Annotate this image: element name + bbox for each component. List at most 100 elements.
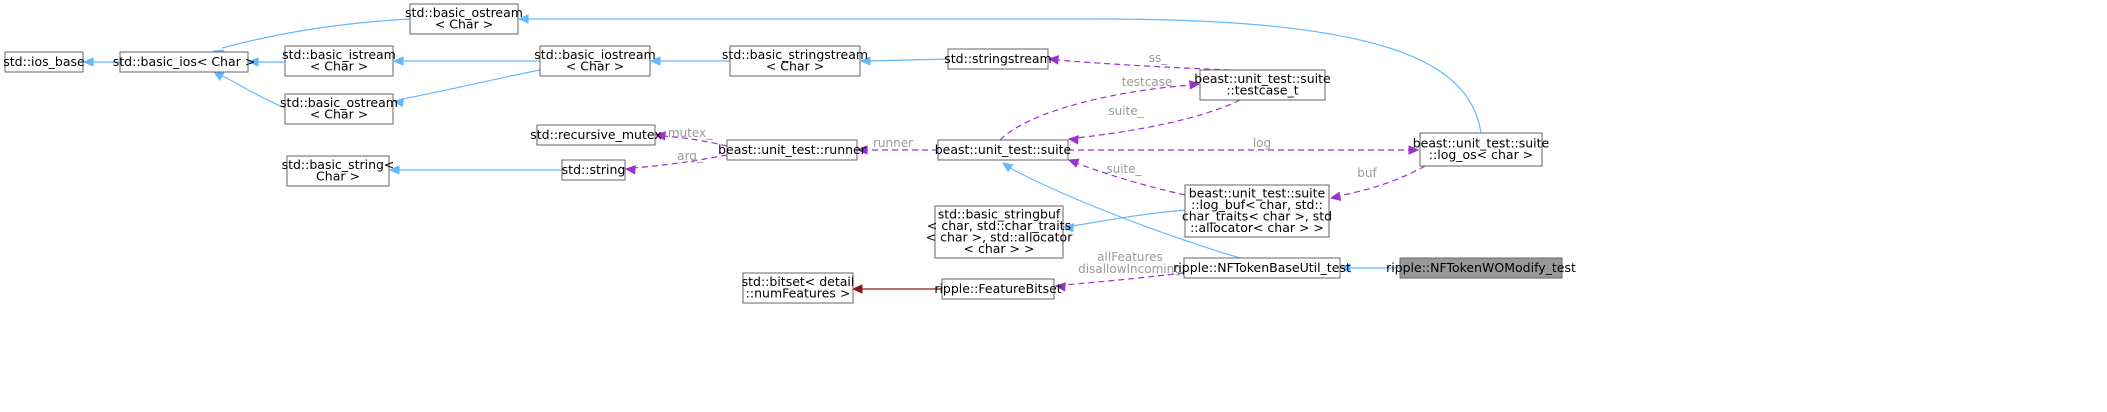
edge-line (1071, 209, 1186, 227)
class-name-line: std::ios_base (3, 54, 85, 69)
edge-usage-log-os-to-log-buf: buf (1329, 165, 1426, 202)
edge-inherit-iostream-to-ostream-mid (392, 69, 541, 108)
class-node-stringstream[interactable]: std::stringstream (944, 48, 1052, 70)
class-name-line: ::numFeatures > (746, 286, 851, 301)
class-node-string[interactable]: std::string (561, 159, 626, 181)
class-box (742, 272, 854, 304)
class-name-line: ripple::NFTokenBaseUtil_test (1173, 260, 1351, 275)
class-node-stringbuf[interactable]: std::basic_stringbuf< char, std::char_tr… (926, 205, 1074, 259)
class-name-line: < char, std::char_traits (927, 218, 1071, 233)
class-box (1419, 132, 1543, 167)
edge-usage-suite-to-runner: runner_ (856, 136, 938, 155)
class-node-suite[interactable]: beast::unit_test::suite (935, 139, 1072, 161)
class-name-line: std::basic_string< (282, 157, 395, 172)
class-box (934, 205, 1064, 259)
edge-inherit-basic-ios-to-ios-base (82, 57, 120, 67)
class-node-ostream-top[interactable]: std::basic_ostream< Char > (405, 3, 523, 35)
edge-label: runner_ (873, 136, 920, 150)
class-name-line: std::stringstream (944, 51, 1051, 66)
edge-line (632, 154, 728, 169)
class-name-line: ripple::FeatureBitset (934, 281, 1061, 296)
edge-inherit-nftbase-to-suite (1001, 162, 1241, 259)
edges-layer: ss_testcasesuite_mutex_arg_runner_logsui… (82, 14, 1482, 294)
class-node-bitset[interactable]: std::bitset< detail::numFeatures > (742, 272, 855, 304)
class-node-nftbase[interactable]: ripple::NFTokenBaseUtil_test (1173, 257, 1351, 279)
class-name-line: std::basic_stringbuf (938, 207, 1061, 222)
class-node-stringstream-b[interactable]: std::basic_stringstream< Char > (722, 45, 868, 77)
edge-line (527, 18, 1482, 134)
arrow-head (1067, 158, 1080, 168)
arrow-head (212, 71, 225, 81)
edge-label: arg_ (677, 149, 704, 163)
class-name-line: < Char > (310, 59, 368, 74)
class-box (729, 45, 861, 77)
class-box (1184, 184, 1330, 238)
edge-label: allFeatures (1097, 250, 1163, 264)
arrow-head (1001, 162, 1014, 173)
class-name-line: std::basic_ostream (405, 5, 523, 20)
edge-usage-runner-to-recursive-mutex: mutex_ (654, 126, 728, 147)
edge-usage-suite-to-testcase: testcase (999, 75, 1201, 141)
edge-line (999, 84, 1193, 141)
arrow-head (1339, 263, 1351, 273)
class-node-log-buf[interactable]: beast::unit_test::suite::log_buf< char, … (1182, 184, 1332, 238)
edge-usage-testcase-to-stringstream: ss_ (1047, 51, 1231, 71)
class-node-testcase[interactable]: beast::unit_test::suite::testcase_t (1194, 69, 1331, 101)
edge-inherit-iostream-to-istream (392, 56, 540, 66)
edge-line (1337, 165, 1426, 197)
class-box (1399, 257, 1563, 279)
class-name-line: std::bitset< detail (742, 274, 855, 289)
edge-usage-suite-to-log-os: log (1068, 136, 1420, 155)
class-box (561, 159, 626, 181)
class-node-featurebitset[interactable]: ripple::FeatureBitset (934, 278, 1062, 300)
class-name-line: < Char > (435, 17, 493, 32)
class-name-line: < char >, std::allocator (926, 230, 1074, 245)
class-node-recursive-mutex[interactable]: std::recursive_mutex (530, 124, 662, 146)
class-box (409, 3, 519, 35)
edge-inherit-stringstream-b-to-iostream (649, 56, 730, 66)
class-box (539, 45, 651, 77)
edge-label: testcase (1122, 75, 1173, 89)
arrow-head (1189, 80, 1201, 90)
class-node-runner[interactable]: beast::unit_test::runner (718, 139, 867, 161)
class-node-ios-base[interactable]: std::ios_base (3, 51, 85, 73)
class-name-line: ::testcase_t (1226, 83, 1298, 98)
class-name-line: < Char > (766, 59, 824, 74)
class-name-line: beast::unit_test::suite (1189, 186, 1326, 201)
edge-line (1075, 99, 1241, 139)
class-name-line: ::log_buf< char, std:: (1191, 197, 1323, 212)
class-box (941, 278, 1055, 300)
class-name-line: ::log_os< char > (1429, 147, 1533, 162)
class-name-line: std::basic_ostream (280, 95, 398, 110)
class-box (937, 139, 1069, 161)
class-node-log-os[interactable]: beast::unit_test::suite::log_os< char > (1413, 132, 1550, 167)
edge-line (1055, 59, 1231, 71)
edge-label: suite_ (1106, 162, 1142, 176)
edge-inherit-istream-to-basic-ios (247, 57, 285, 67)
class-name-line: std::string (562, 162, 626, 177)
class-name-line: < Char > (310, 107, 368, 122)
edge-usage-testcase-to-suite: suite_ (1067, 99, 1241, 145)
edge-usage-log-buf-to-suite: suite_ (1067, 158, 1186, 196)
edge-line (1062, 272, 1185, 286)
edge-line (662, 135, 728, 147)
class-name-line: beast::unit_test::runner (718, 142, 867, 157)
class-name-line: < char > > (964, 241, 1035, 256)
arrow-head (517, 14, 529, 24)
class-node-basic-string[interactable]: std::basic_string<Char > (282, 155, 395, 187)
edge-line (221, 18, 411, 49)
class-name-line: std::basic_stringstream (722, 47, 868, 62)
class-name-line: beast::unit_test::suite (1194, 71, 1331, 86)
class-node-basic-ios[interactable]: std::basic_ios< Char > (113, 51, 255, 73)
class-node-iostream[interactable]: std::basic_iostream< Char > (534, 45, 656, 77)
class-box (284, 45, 394, 77)
arrow-head (388, 165, 400, 175)
class-box (4, 51, 84, 73)
class-node-istream[interactable]: std::basic_istream< Char > (282, 45, 396, 77)
class-node-ostream-mid[interactable]: std::basic_ostream< Char > (280, 93, 398, 125)
class-node-nftwo[interactable]: ripple::NFTokenWOModify_test (1386, 257, 1576, 279)
arrow-head (1062, 223, 1074, 233)
edge-label: mutex_ (668, 126, 713, 140)
class-name-line: ::allocator< char > > (1190, 220, 1324, 235)
arrow-head (654, 131, 666, 141)
